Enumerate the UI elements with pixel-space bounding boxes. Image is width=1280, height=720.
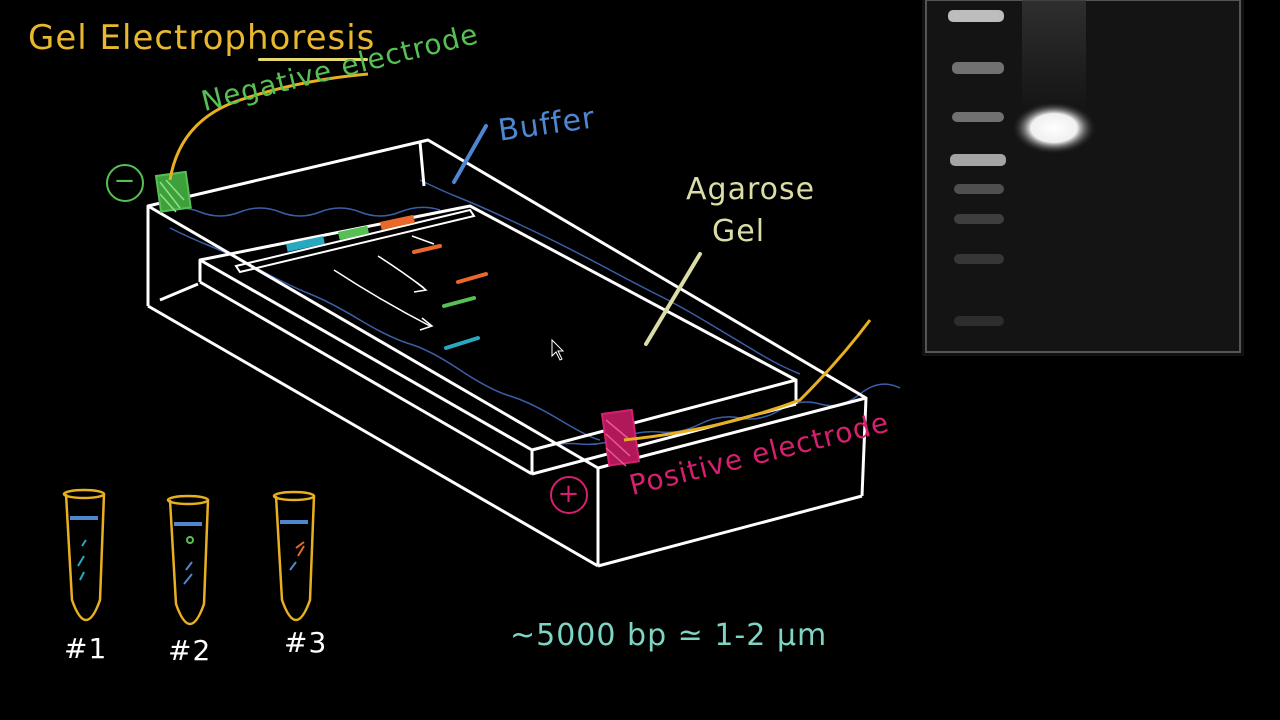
size-formula: ~5000 bp ≃ 1-2 μm [510, 618, 828, 653]
test-tube-1 [62, 488, 106, 622]
tube-label-2: #2 [168, 634, 212, 667]
buffer-waves [159, 179, 901, 449]
mouse-cursor-icon [551, 338, 565, 361]
negative-sign: − [106, 164, 144, 202]
band-orange-2 [456, 272, 488, 284]
buffer-pointer [452, 124, 488, 184]
dna-bands [412, 244, 488, 350]
agarose-pointer [644, 252, 702, 346]
negative-wire [168, 72, 369, 181]
test-tube-3 [272, 490, 316, 622]
band-green [442, 296, 476, 308]
positive-electrode-block [600, 408, 641, 467]
tube-label-3: #3 [284, 626, 328, 659]
negative-electrode-block [154, 170, 192, 213]
title-underline [258, 58, 368, 61]
agarose-label: Agarose [686, 172, 816, 207]
gel-wells [234, 208, 476, 274]
migration-arrows [333, 235, 435, 331]
band-teal [444, 336, 480, 350]
band-orange-1 [412, 244, 442, 254]
wires [168, 72, 872, 442]
positive-sign: + [550, 476, 588, 514]
electrophoresis-tray [146, 138, 868, 568]
sample-band [1012, 102, 1096, 154]
ladder-bands [948, 10, 1006, 326]
diagram-title: Gel Electrophoresis [28, 18, 376, 58]
test-tube-2 [166, 494, 210, 626]
positive-wire [623, 319, 872, 442]
gel-photograph [922, 0, 1244, 356]
tube-label-1: #1 [64, 632, 108, 665]
gel-label: Gel [712, 214, 766, 249]
